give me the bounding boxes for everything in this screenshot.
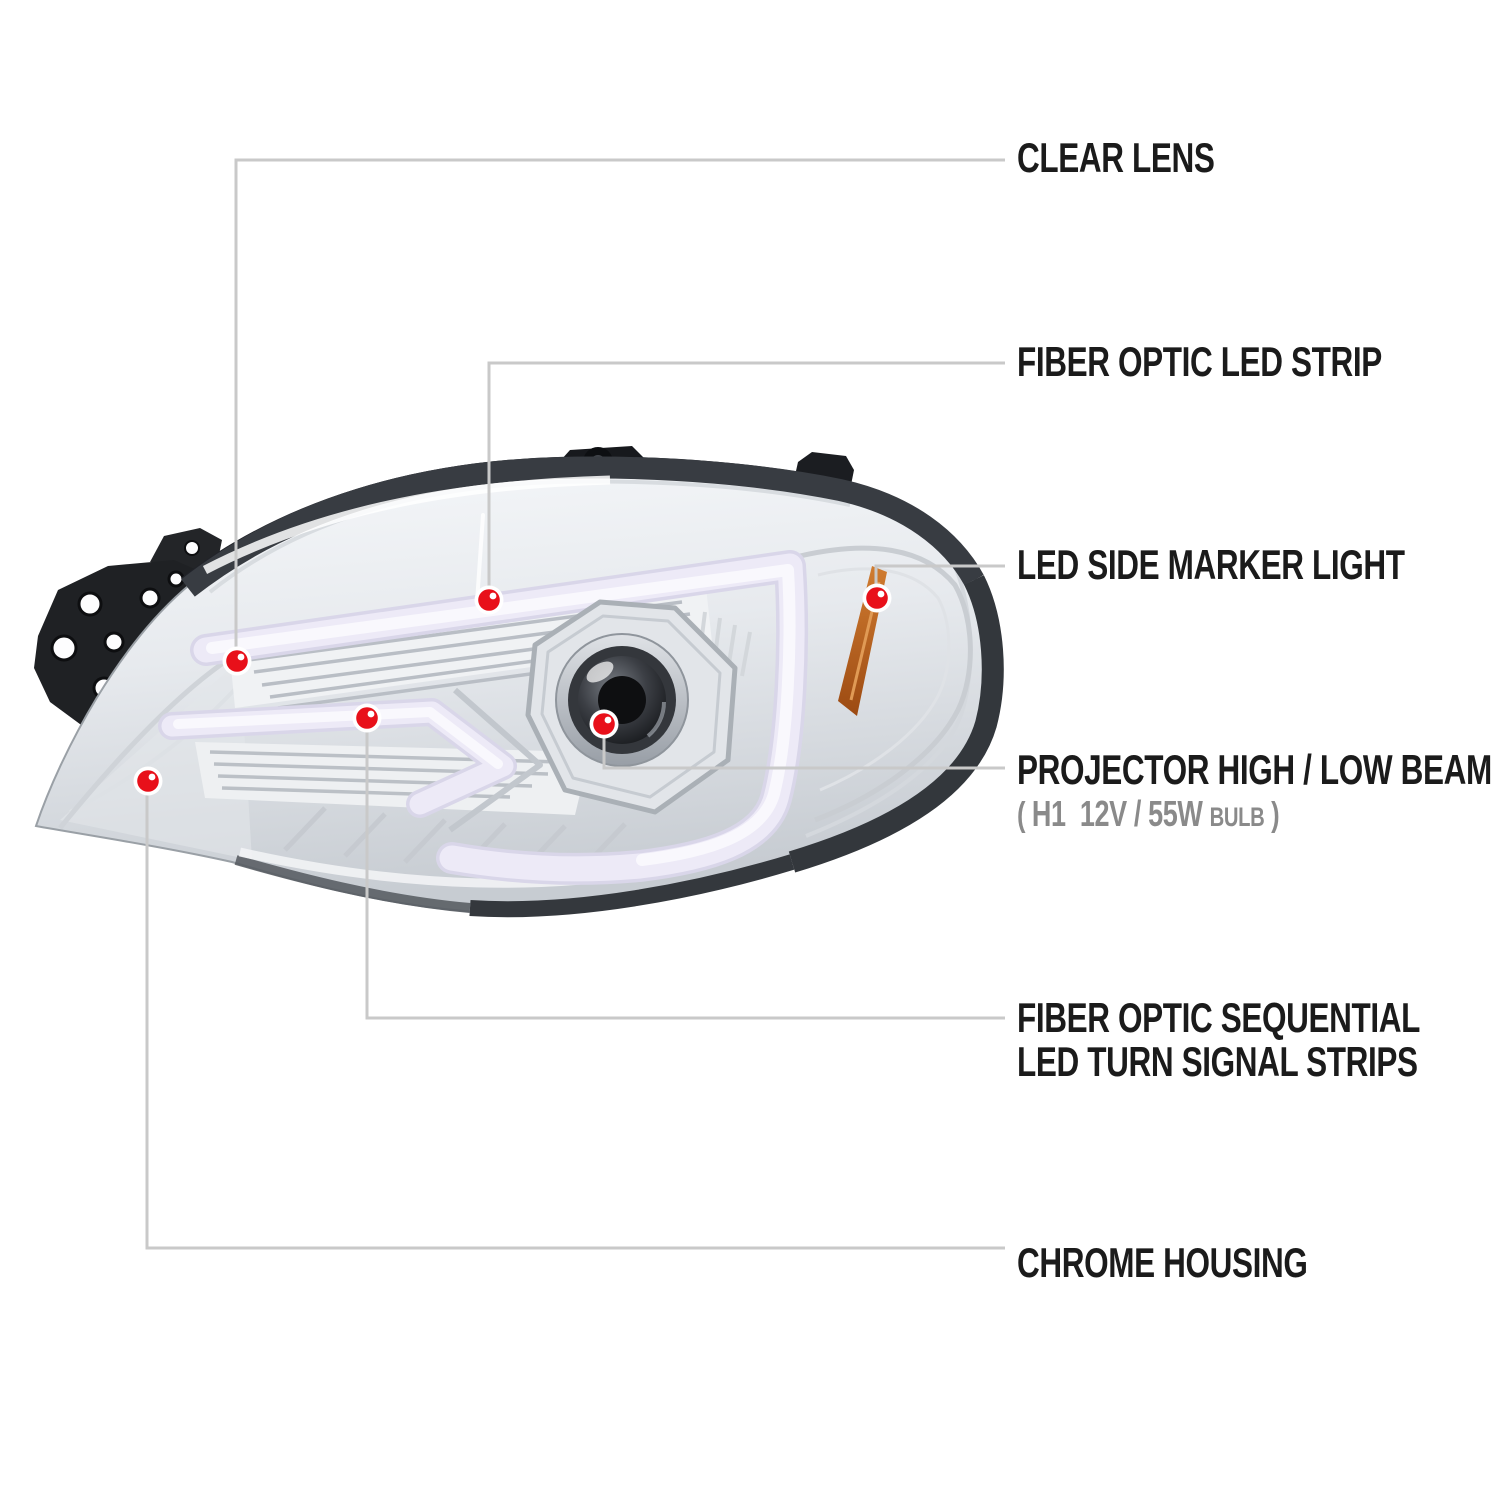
callout-line-turn-signal [365,731,1005,1020]
callout-lines [145,158,1005,1250]
label-projector-high-low-beam-text: PROJECTOR HIGH / LOW BEAM [1017,746,1492,793]
callout-dot-projector [589,709,619,739]
bulb-spec-unit: BULB [1209,802,1265,832]
chrome-chevron [448,687,543,833]
bulb-spec-value: H1 12V / 55W [1031,793,1210,834]
label-turn-signal-line1: FIBER OPTIC SEQUENTIAL [1017,997,1500,1039]
bulb-spec-close-paren: ) [1264,796,1280,834]
label-led-side-marker-light-text: LED SIDE MARKER LIGHT [1017,541,1405,588]
projector-lens [525,599,738,815]
label-chrome-housing-text: CHROME HOUSING [1017,1239,1308,1286]
callout-dots [133,583,892,796]
callout-dot-fiber-optic-strip [474,585,504,615]
callout-line-fiber-optic-strip [487,361,1005,586]
callout-dot-chrome-housing [133,766,163,796]
callout-dot-side-marker [862,583,892,613]
callout-line-clear-lens [234,158,1005,648]
label-turn-signal-line2: LED TURN SIGNAL STRIPS [1017,1041,1500,1083]
label-clear-lens-text: CLEAR LENS [1017,134,1215,181]
housing-rim [180,456,1004,918]
label-chrome-housing: CHROME HOUSING [1017,1242,1404,1284]
label-fiber-optic-led-strip-text: FIBER OPTIC LED STRIP [1017,338,1382,385]
callout-line-projector [602,737,1005,770]
label-led-side-marker-light: LED SIDE MARKER LIGHT [1017,544,1500,586]
label-projector-bulb-spec: ( H1 12V / 55W BULB ) [1017,793,1367,834]
callout-line-chrome-housing [145,794,1005,1250]
label-projector-high-low-beam: PROJECTOR HIGH / LOW BEAM [1017,749,1500,791]
bulb-spec-open-paren: ( [1017,796,1032,834]
callout-line-side-marker [874,564,1005,590]
led-light-bar [158,513,809,885]
label-turn-signal-line2-text: LED TURN SIGNAL STRIPS [1017,1038,1418,1085]
bulb-spec-text: ( H1 12V / 55W BULB ) [1017,793,1280,834]
label-turn-signal-line1-text: FIBER OPTIC SEQUENTIAL [1017,994,1421,1041]
callout-dot-turn-signal [352,703,382,733]
label-fiber-optic-led-strip: FIBER OPTIC LED STRIP [1017,341,1500,383]
callout-dot-clear-lens [222,646,252,676]
label-clear-lens: CLEAR LENS [1017,137,1280,179]
